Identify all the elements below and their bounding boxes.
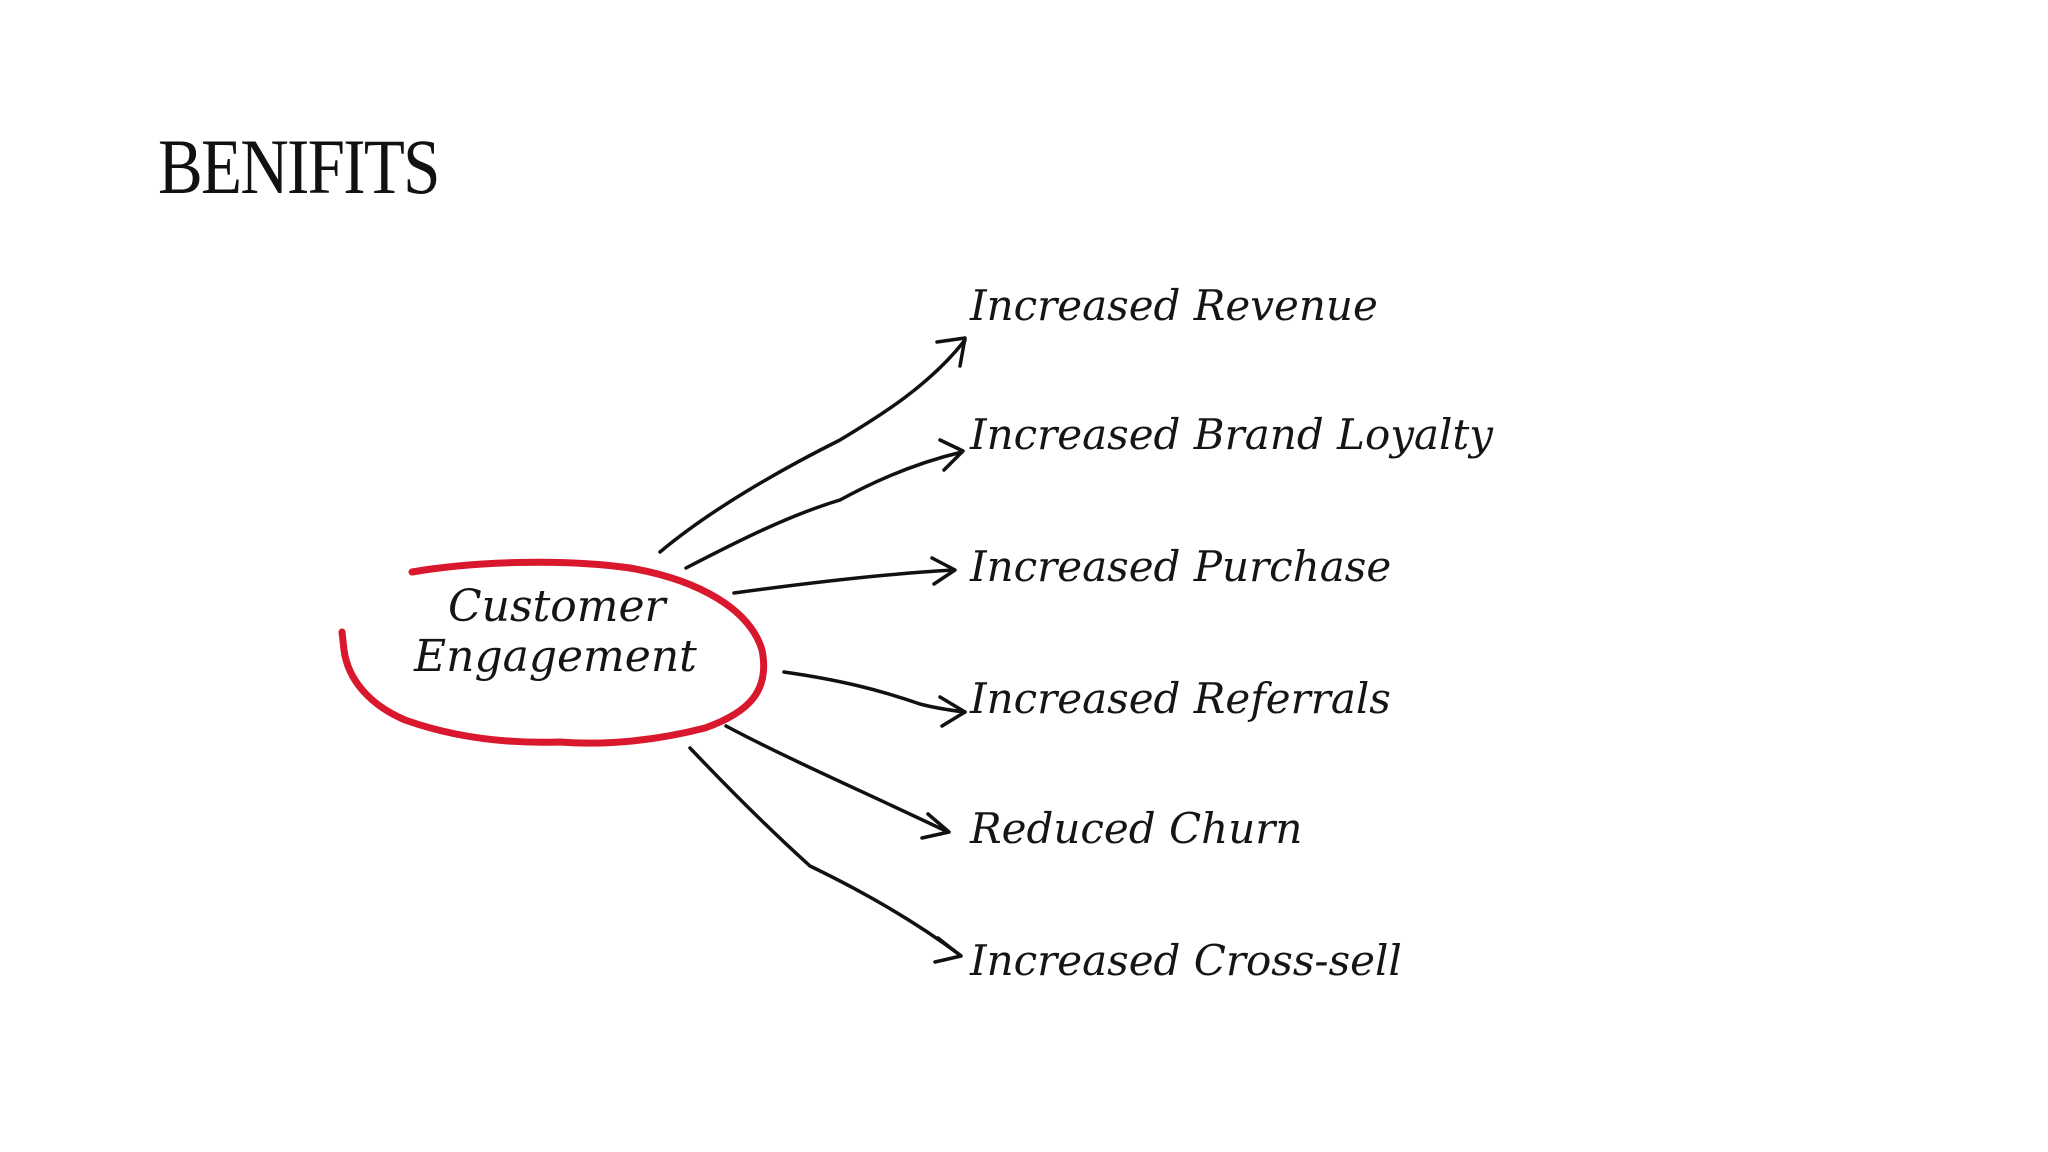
arrow-increased-brand-loyalty [684,450,964,570]
arrow-increased-cross-sell [688,746,962,957]
arrowhead-increased-cross-sell [933,936,963,964]
arrowhead-increased-purchase [930,556,957,586]
branch-label-increased-referrals: Increased Referrals [970,674,1391,723]
hub-outline-gap-stroke [409,565,439,575]
arrowhead-increased-brand-loyalty [938,438,965,472]
hub-label-line-1: Customer [448,581,666,632]
arrow-increased-revenue [658,338,967,554]
branch-label-increased-brand-loyalty: Increased Brand Loyalty [970,410,1494,459]
branch-label-reduced-churn: Reduced Churn [970,804,1303,853]
branch-label-increased-cross-sell: Increased Cross-sell [970,936,1402,985]
arrowhead-increased-revenue [935,336,967,368]
arrowhead-reduced-churn [920,812,951,840]
arrow-increased-purchase [732,568,956,595]
slide-title: BENIFITS [158,123,440,210]
hub-label-line-2: Engagement [414,631,697,682]
hub-outline [338,558,768,747]
branch-label-increased-revenue: Increased Revenue [970,281,1378,330]
arrow-increased-referrals [782,670,967,714]
arrow-reduced-churn [724,724,950,834]
arrowhead-increased-referrals [938,695,967,728]
branch-label-increased-purchase: Increased Purchase [970,542,1392,591]
